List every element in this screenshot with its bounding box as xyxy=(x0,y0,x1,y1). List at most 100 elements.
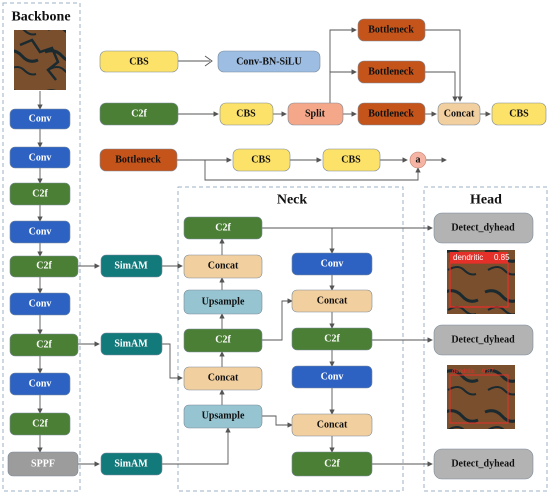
neck-c2f-d xyxy=(291,451,373,477)
detection-score-1: 0.85 xyxy=(494,253,510,262)
svg-text:Concat: Concat xyxy=(208,373,239,384)
svg-text:SimAM: SimAM xyxy=(114,261,148,272)
backbone-conv-4 xyxy=(9,292,71,316)
svg-text:Conv: Conv xyxy=(29,299,52,310)
backbone-conv-2 xyxy=(9,146,71,169)
neck-concat-c xyxy=(291,289,373,313)
svg-text:Concat: Concat xyxy=(208,261,239,272)
backbone-c2f-3 xyxy=(9,333,79,357)
head-title: Head xyxy=(470,193,502,208)
backbone-frame xyxy=(2,2,81,492)
legend-bottleneck-cbs-1 xyxy=(232,148,291,172)
svg-text:SPPF: SPPF xyxy=(31,459,55,470)
svg-text:Upsample: Upsample xyxy=(202,411,245,422)
svg-text:C2f: C2f xyxy=(36,261,52,272)
neck-concat-a xyxy=(183,254,263,279)
backbone: Conv Conv C2f Conv C2f Conv C2f Conv C2f… xyxy=(7,108,79,477)
legend-bottleneck-low xyxy=(357,102,426,126)
neck: C2f Concat Upsample C2f Concat Upsample … xyxy=(183,216,373,477)
neck-c2f-c xyxy=(291,327,373,351)
head-detect-3 xyxy=(433,448,534,480)
svg-text:Conv: Conv xyxy=(321,259,344,270)
legend-cbs-3 xyxy=(491,102,547,126)
legend-bottleneck-top xyxy=(357,18,426,42)
svg-text:C2f: C2f xyxy=(215,223,231,234)
svg-text:Upsample: Upsample xyxy=(202,297,245,308)
legend-cbs xyxy=(99,50,179,73)
svg-text:Detect_dyhead: Detect_dyhead xyxy=(451,335,515,346)
svg-text:C2f: C2f xyxy=(32,419,48,430)
detection-score-2: 0.87 xyxy=(482,369,494,375)
svg-text:C2f: C2f xyxy=(36,340,52,351)
legend-concat xyxy=(437,102,481,126)
neck-c2f-a xyxy=(183,216,263,240)
svg-text:C2f: C2f xyxy=(324,459,340,470)
legend-bottleneck-cbs-2 xyxy=(322,148,381,172)
backbone-c2f-1 xyxy=(9,182,71,206)
svg-text:Conv: Conv xyxy=(29,153,52,164)
neck-concat-b xyxy=(183,366,263,391)
legend-c2f xyxy=(99,102,179,126)
neck-upsample-b xyxy=(183,404,263,429)
legend-bottleneck-cbs-1-label: CBS xyxy=(251,155,271,166)
neck-title: Neck xyxy=(277,193,308,208)
legend-conv-bn-silu-label: Conv-BN-SiLU xyxy=(236,57,302,68)
neck-c2f-b xyxy=(183,328,263,353)
svg-text:Conv: Conv xyxy=(321,372,344,383)
backbone-conv-1 xyxy=(9,108,71,130)
simam-3 xyxy=(100,452,163,476)
neck-concat-d xyxy=(291,413,373,437)
legend-add-node-label: a xyxy=(416,155,421,166)
detection-label-1: dendritic xyxy=(453,253,483,262)
neck-upsample-a xyxy=(183,289,263,315)
legend-bottleneck-label: Bottleneck xyxy=(115,155,161,166)
legend-cbs-label: CBS xyxy=(129,57,149,68)
neck-conv-a xyxy=(291,252,373,276)
svg-text:Concat: Concat xyxy=(317,296,348,307)
legend-split xyxy=(287,102,344,126)
detection-box-2 xyxy=(449,374,509,424)
legend-cbs-2-label: CBS xyxy=(236,109,256,120)
neck-frame xyxy=(177,186,404,492)
svg-text:Conv: Conv xyxy=(29,379,52,390)
legend-concat-label: Concat xyxy=(444,109,475,120)
backbone-c2f-4 xyxy=(9,412,71,436)
simam-2 xyxy=(100,332,163,356)
backbone-conv-3 xyxy=(9,220,71,244)
edges xyxy=(37,27,491,467)
legend-bottleneck-cbs-2-label: CBS xyxy=(341,155,361,166)
legend-bottleneck-low-label: Bottleneck xyxy=(368,109,414,120)
svg-text:Detect_dyhead: Detect_dyhead xyxy=(451,459,515,470)
head-detect-1 xyxy=(433,212,534,244)
svg-text:SimAM: SimAM xyxy=(114,339,148,350)
backbone-sppf xyxy=(7,451,79,477)
legend-bottleneck-mid-label: Bottleneck xyxy=(368,67,414,78)
backbone-title: Backbone xyxy=(11,10,70,25)
detection-tag-1 xyxy=(450,252,508,263)
svg-text:Conv: Conv xyxy=(29,114,52,125)
svg-text:C2f: C2f xyxy=(324,334,340,345)
svg-text:Conv: Conv xyxy=(29,227,52,238)
detection-label-2: dendritic xyxy=(452,369,475,375)
legend-bottleneck-top-label: Bottleneck xyxy=(368,25,414,36)
svg-text:SimAM: SimAM xyxy=(114,459,148,470)
head: Detect_dyhead dendritic 0.85 Detect_dyhe… xyxy=(433,212,534,480)
legend-cbs-2 xyxy=(219,102,274,126)
neck-conv-b xyxy=(291,365,373,389)
svg-text:Concat: Concat xyxy=(317,420,348,431)
simam-1 xyxy=(100,254,163,278)
svg-text:Detect_dyhead: Detect_dyhead xyxy=(451,223,515,234)
legend-add-node xyxy=(409,151,427,169)
legend-bottleneck xyxy=(99,148,178,172)
legend-cbs-3-label: CBS xyxy=(509,109,529,120)
svg-text:C2f: C2f xyxy=(215,335,231,346)
legend-conv-bn-silu xyxy=(217,50,321,73)
backbone-conv-5 xyxy=(9,372,71,396)
detection-image-2 xyxy=(447,365,515,429)
backbone-c2f-2 xyxy=(9,255,79,278)
legend-split-label: Split xyxy=(305,109,326,120)
head-detect-2 xyxy=(433,324,534,356)
legend-c2f-label: C2f xyxy=(131,109,147,120)
head-frame xyxy=(423,186,548,492)
